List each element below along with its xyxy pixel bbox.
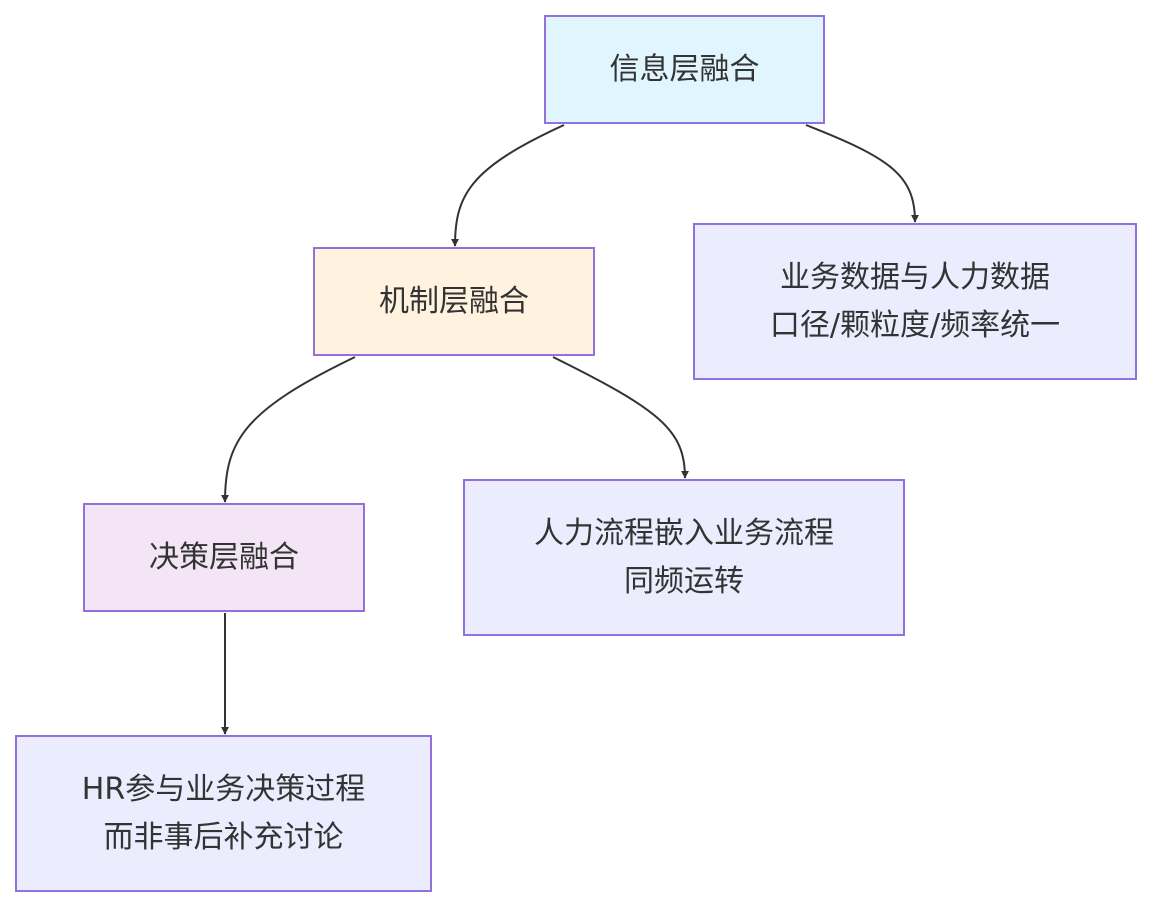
- edge-mechanism-to-decision: [221, 356, 356, 503]
- node-decision-layer-label: 决策层融合: [149, 539, 299, 575]
- node-info-detail-line-2: 口径/颗粒度/频率统一: [769, 307, 1061, 343]
- node-mechanism-detail-line-1: 人力流程嵌入业务流程: [534, 515, 834, 551]
- node-info-layer-label: 信息层融合: [609, 51, 760, 87]
- node-decision-detail[interactable]: HR参与业务决策过程 而非事后补充讨论: [15, 735, 432, 892]
- node-decision-detail-line-2: 而非事后补充讨论: [103, 819, 344, 855]
- node-info-detail[interactable]: 业务数据与人力数据 口径/颗粒度/频率统一: [693, 223, 1137, 380]
- edge-info-to-mechanism: [451, 124, 565, 247]
- node-mechanism-layer[interactable]: 机制层融合: [313, 247, 595, 356]
- node-info-layer[interactable]: 信息层融合: [544, 15, 825, 124]
- node-mechanism-detail[interactable]: 人力流程嵌入业务流程 同频运转: [463, 479, 905, 636]
- node-info-detail-line-1: 业务数据与人力数据: [780, 259, 1050, 295]
- node-decision-detail-line-1: HR参与业务决策过程: [81, 771, 366, 807]
- node-decision-layer[interactable]: 决策层融合: [83, 503, 365, 612]
- node-mechanism-detail-line-2: 同频运转: [624, 563, 744, 599]
- edge-mechanism-to-mechanism-detail: [552, 356, 689, 479]
- node-mechanism-layer-label: 机制层融合: [379, 283, 529, 319]
- edge-info-to-info-detail: [805, 124, 919, 223]
